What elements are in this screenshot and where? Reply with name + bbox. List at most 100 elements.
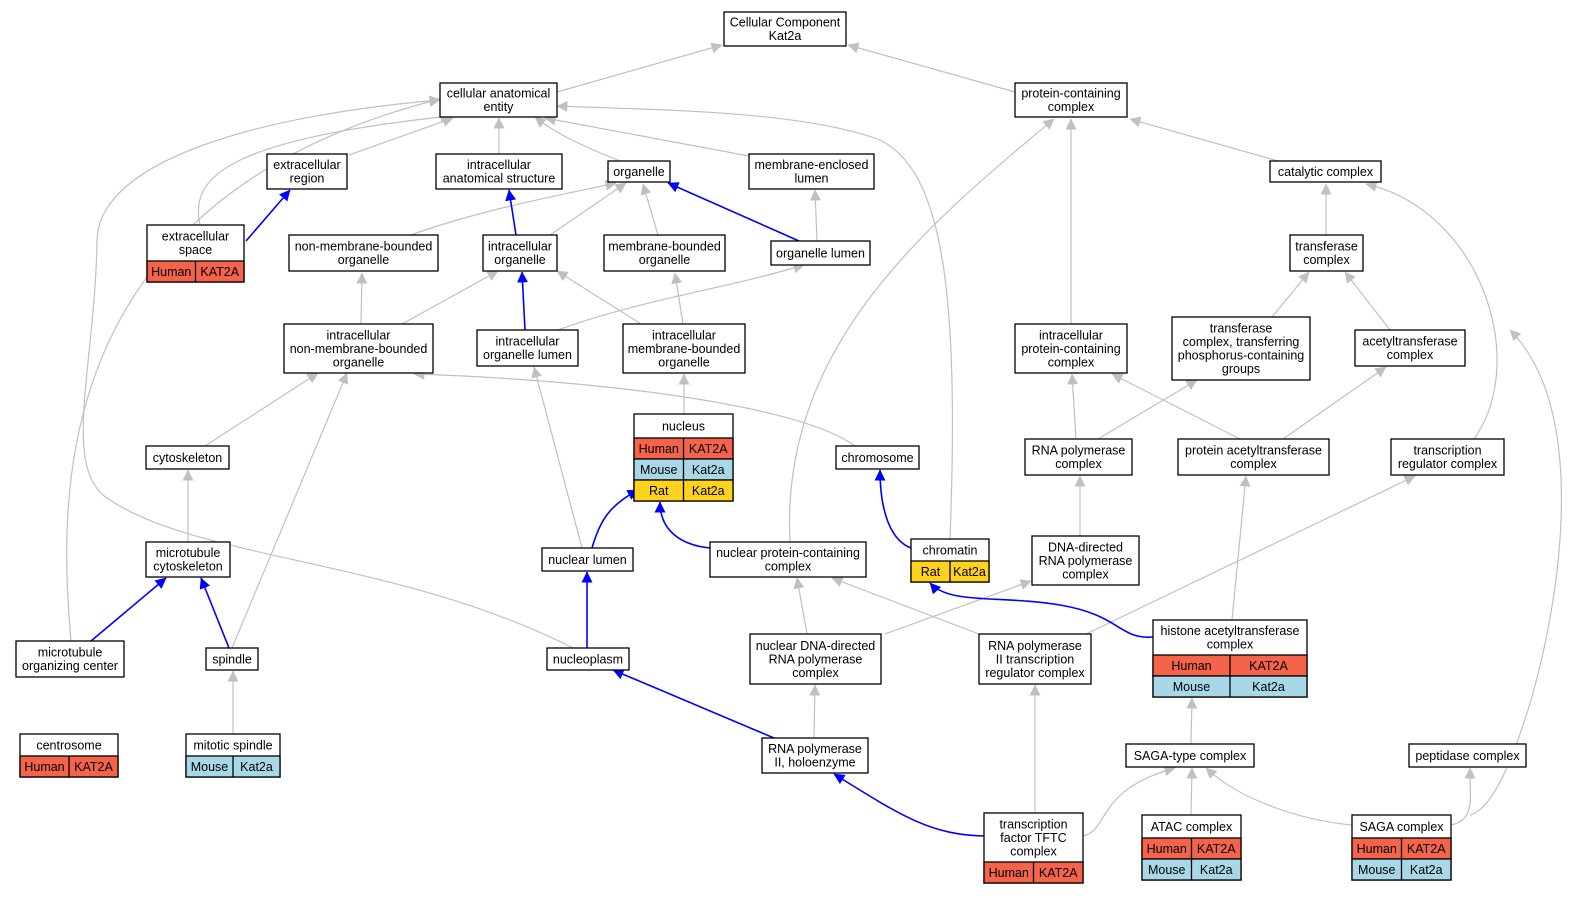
is-a-edge bbox=[401, 270, 499, 325]
node-box bbox=[1408, 743, 1527, 768]
node-label-line: groups bbox=[1222, 362, 1260, 376]
node-box bbox=[541, 547, 634, 572]
node-label-line: organelle bbox=[639, 253, 690, 267]
annotation-edge bbox=[612, 668, 775, 739]
node-label-line: intracellular bbox=[467, 158, 531, 172]
annotation-edge bbox=[833, 773, 985, 837]
node-label-line: intracellular bbox=[652, 328, 716, 342]
node-label-line: mitotic spindle bbox=[193, 738, 272, 752]
go-term-node-ol[interactable]: organelle lumen bbox=[770, 240, 871, 266]
node-box bbox=[205, 647, 259, 671]
annotation-edge bbox=[591, 489, 639, 549]
node-box bbox=[546, 647, 630, 671]
node-label-line: RNA polymerase bbox=[1039, 554, 1133, 568]
is-a-edge bbox=[1271, 271, 1310, 318]
go-term-node-catc[interactable]: catalytic complex bbox=[1269, 160, 1382, 183]
gene-symbol-label: Kat2a bbox=[1410, 863, 1443, 877]
node-label-line: extracellular bbox=[162, 230, 229, 244]
node-label-line: complex bbox=[1303, 253, 1350, 267]
node-label-line: regulator complex bbox=[985, 666, 1085, 680]
is-a-edge bbox=[1365, 180, 1498, 440]
is-a-edge bbox=[356, 272, 368, 325]
is-a-edge bbox=[809, 684, 821, 739]
is-a-edge bbox=[1082, 765, 1176, 837]
node-label-line: protein acetyltransferase bbox=[1185, 444, 1322, 458]
species-label: Mouse bbox=[1148, 863, 1186, 877]
go-term-node-nl[interactable]: nuclear lumen bbox=[541, 547, 634, 572]
node-label-line: RNA polymerase bbox=[988, 639, 1082, 653]
node-label-line: complex bbox=[1055, 457, 1102, 471]
go-term-node-cytosk[interactable]: cytoskeleton bbox=[145, 445, 230, 470]
node-box bbox=[288, 234, 439, 272]
node-box bbox=[622, 323, 746, 374]
node-label-line: Kat2a bbox=[769, 29, 802, 43]
node-label-line: complex bbox=[1048, 355, 1095, 369]
gene-symbol-label: KAT2A bbox=[689, 442, 728, 456]
node-label-line: RNA polymerase bbox=[768, 742, 862, 756]
node-box bbox=[607, 160, 671, 183]
node-label-line: phosphorus-containing bbox=[1178, 349, 1305, 363]
go-term-node-nucleoplasm[interactable]: nucleoplasm bbox=[546, 647, 630, 671]
go-term-node-chromosome[interactable]: chromosome bbox=[835, 445, 920, 470]
go-term-node-organelle[interactable]: organelle bbox=[607, 160, 671, 183]
node-label-line: non-membrane-bounded bbox=[295, 240, 433, 254]
node-box bbox=[1177, 438, 1330, 476]
node-label-line: organelle bbox=[338, 253, 389, 267]
node-label-line: extracellular bbox=[273, 158, 340, 172]
go-term-node-spindle[interactable]: spindle bbox=[205, 647, 259, 671]
is-a-edge bbox=[556, 270, 642, 325]
node-box bbox=[1024, 438, 1133, 476]
species-label: Human bbox=[1147, 842, 1187, 856]
node-label-line: complex bbox=[1230, 457, 1277, 471]
annotation-edge bbox=[667, 182, 800, 242]
node-box bbox=[1390, 438, 1505, 476]
node-box bbox=[1014, 82, 1128, 118]
go-term-node-saga_type[interactable]: SAGA-type complex bbox=[1125, 743, 1255, 768]
node-box bbox=[761, 737, 869, 774]
is-a-edge bbox=[197, 111, 452, 226]
gene-symbol-label: Kat2a bbox=[692, 463, 725, 477]
gene-symbol-label: KAT2A bbox=[74, 760, 113, 774]
is-a-edge bbox=[1186, 697, 1198, 745]
go-term-node-inmbo[interactable]: intracellularnon-membrane-boundedorganel… bbox=[283, 323, 434, 374]
node-box bbox=[603, 234, 726, 272]
node-label-line: chromosome bbox=[841, 451, 913, 465]
node-label-line: centrosome bbox=[36, 738, 101, 752]
go-term-node-peptidase[interactable]: peptidase complex bbox=[1408, 743, 1527, 768]
